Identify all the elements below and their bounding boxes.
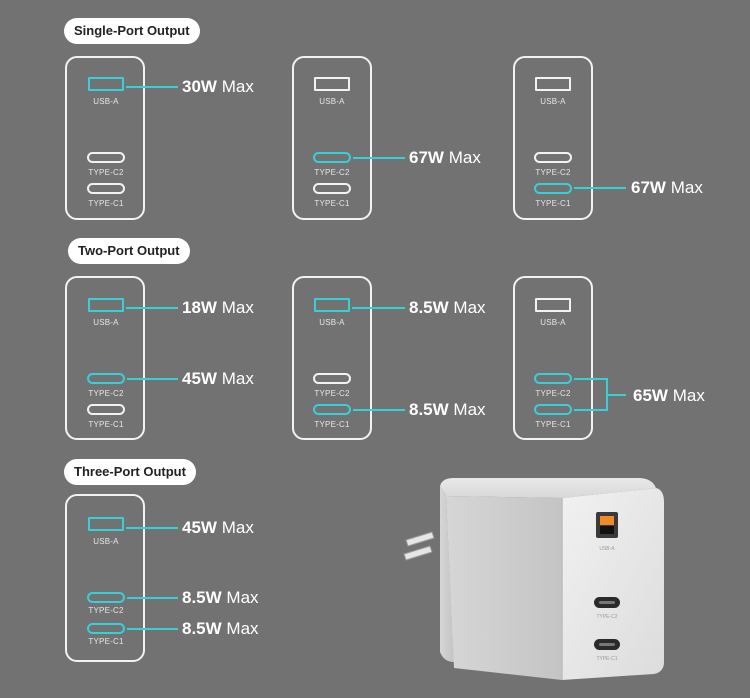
type-c1-label: TYPE-C1 (88, 637, 124, 646)
connector-line (127, 597, 178, 599)
output-label: 67W Max (409, 148, 481, 167)
charger-diagram (292, 56, 372, 220)
usb-a-port (535, 298, 571, 312)
type-c1-port (313, 404, 351, 415)
connector-line (574, 187, 626, 189)
connector-line (352, 307, 405, 309)
type-c1-port (87, 404, 125, 415)
type-c2-label: TYPE-C2 (314, 389, 350, 398)
type-c1-label: TYPE-C1 (88, 199, 124, 208)
type-c1-label: TYPE-C1 (314, 420, 350, 429)
charger-diagram (513, 276, 593, 440)
output-label: 67W Max (631, 178, 703, 197)
usb-a-port (88, 298, 124, 312)
device-type-c2-label: TYPE-C2 (596, 614, 617, 620)
output-label: 45W Max (182, 369, 254, 388)
section-title-three-port: Three-Port Output (64, 459, 196, 485)
output-label: 8.5W Max (182, 619, 259, 638)
section-title-two-port: Two-Port Output (68, 238, 190, 264)
output-label: 65W Max (633, 386, 705, 405)
type-c1-label: TYPE-C1 (88, 420, 124, 429)
device-type-c1-label: TYPE-C1 (596, 656, 617, 662)
connector-line (127, 628, 178, 630)
connector-line (126, 307, 178, 309)
charger-product-image: USB-A TYPE-C2 TYPE-C1 (403, 478, 664, 680)
charger-diagram (513, 56, 593, 220)
connector-line (126, 527, 178, 529)
type-c2-label: TYPE-C2 (88, 168, 124, 177)
usb-a-port (314, 77, 350, 91)
output-label: 18W Max (182, 298, 254, 317)
output-label: 8.5W Max (409, 298, 486, 317)
usb-a-label: USB-A (93, 537, 119, 546)
type-c1-port (534, 404, 572, 415)
type-c2-label: TYPE-C2 (535, 389, 571, 398)
device-usb-a-label: USB-A (599, 546, 615, 552)
usb-a-port (314, 298, 350, 312)
output-label: 45W Max (182, 518, 254, 537)
usb-a-label: USB-A (93, 318, 119, 327)
charger-diagram (292, 276, 372, 440)
type-c1-label: TYPE-C1 (314, 199, 350, 208)
usb-a-label: USB-A (540, 318, 566, 327)
type-c2-port (534, 152, 572, 163)
type-c2-port (87, 152, 125, 163)
usb-a-port (88, 77, 124, 91)
connector-line (574, 409, 607, 411)
usb-a-port (88, 517, 124, 531)
usb-a-label: USB-A (319, 97, 345, 106)
type-c1-label: TYPE-C1 (535, 420, 571, 429)
type-c2-label: TYPE-C2 (88, 606, 124, 615)
type-c1-port (87, 183, 125, 194)
type-c2-label: TYPE-C2 (535, 168, 571, 177)
type-c2-port (87, 592, 125, 603)
type-c2-label: TYPE-C2 (314, 168, 350, 177)
usb-a-label: USB-A (540, 97, 566, 106)
connector-line (353, 157, 405, 159)
charger-diagram (65, 494, 145, 662)
usb-a-label: USB-A (319, 318, 345, 327)
type-c2-port (313, 152, 351, 163)
connector-line (574, 378, 607, 380)
charger-diagram (65, 276, 145, 440)
type-c1-label: TYPE-C1 (535, 199, 571, 208)
type-c1-port (534, 183, 572, 194)
type-c1-port (313, 183, 351, 194)
connector-line (127, 378, 178, 380)
output-label: 8.5W Max (409, 400, 486, 419)
usb-a-label: USB-A (93, 97, 119, 106)
section-title-single-port: Single-Port Output (64, 18, 200, 44)
type-c2-port (534, 373, 572, 384)
connector-line (606, 394, 626, 396)
connector-line (126, 86, 178, 88)
usb-a-port (535, 77, 571, 91)
type-c1-port (87, 623, 125, 634)
connector-line (353, 409, 405, 411)
type-c2-port (313, 373, 351, 384)
charger-diagram (65, 56, 145, 220)
output-label: 8.5W Max (182, 588, 259, 607)
type-c2-label: TYPE-C2 (88, 389, 124, 398)
type-c2-port (87, 373, 125, 384)
output-label: 30W Max (182, 77, 254, 96)
